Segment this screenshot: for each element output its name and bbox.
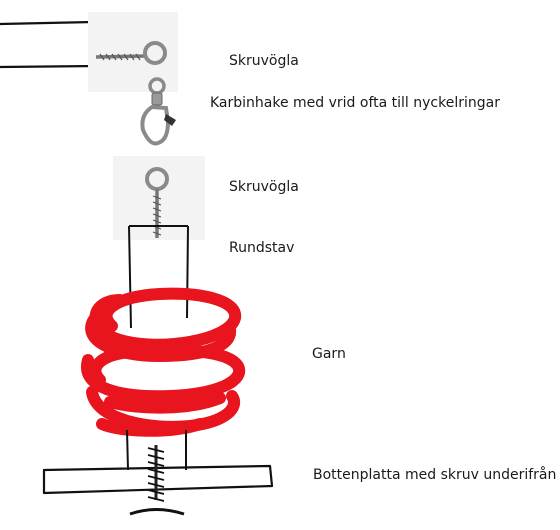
- screw-eye-top-icon: [88, 12, 178, 92]
- yarn: [81, 287, 246, 437]
- carabiner-icon: [140, 77, 176, 146]
- top-beam: [0, 20, 98, 69]
- screw-icon: [129, 445, 185, 516]
- label-carabiner: Karbinhake med vrid ofta till nyckelring…: [210, 95, 500, 111]
- base-plate: [42, 464, 274, 495]
- label-base-plate: Bottenplatta med skruv underifrån: [313, 467, 557, 483]
- label-screw-eye-top: Skruvögla: [229, 53, 299, 69]
- label-screw-eye-lower: Skruvögla: [229, 179, 299, 195]
- dowel: [128, 225, 189, 329]
- label-yarn: Garn: [312, 346, 346, 362]
- dowel-lower: [126, 429, 187, 471]
- label-dowel: Rundstav: [229, 240, 295, 256]
- screw-eye-lower-icon: [113, 156, 205, 240]
